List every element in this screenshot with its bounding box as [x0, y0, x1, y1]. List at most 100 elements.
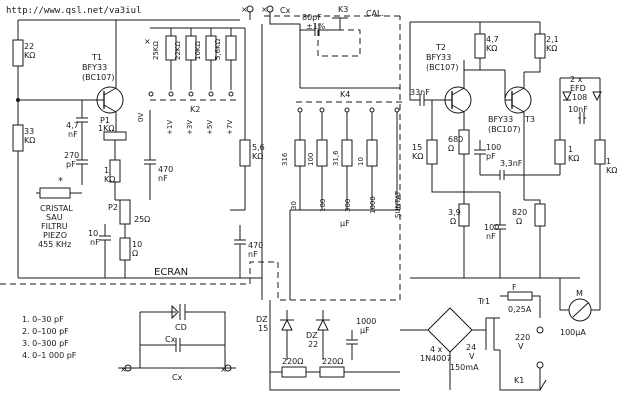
resistor-22k — [12, 39, 24, 67]
label-crystal-3: FILTRU — [41, 222, 68, 231]
label-r10-k4: 10 — [357, 157, 365, 166]
resistor-820 — [534, 203, 546, 227]
reference-divider: × 25KΩ 22KΩ 10KΩ 5,6KΩ K2 0V +1V +3V +5V… — [137, 27, 265, 278]
label-efd-a: 2 x — [570, 75, 583, 84]
label-t1-type: BFY33 — [82, 63, 107, 72]
label-p2: P2 — [108, 203, 118, 212]
k4-contact-4 — [394, 107, 400, 113]
label-r56k2-a: 5,6 — [252, 143, 265, 152]
label-c80-tol: ±1% — [306, 22, 326, 31]
k4-contact-2 — [344, 107, 350, 113]
label-c470b-b: nF — [248, 250, 258, 259]
resistor-2-1k — [534, 33, 546, 59]
label-t2-type: BFY33 — [426, 53, 451, 62]
label-r56k2-b: KΩ — [252, 152, 263, 161]
k2-contact-4 — [228, 91, 234, 97]
label-r47k-b: KΩ — [486, 44, 497, 53]
resistor-5-6k — [225, 35, 237, 61]
label-r15k-a: 15 — [412, 143, 422, 152]
range-block: × × Cx 80pF ±1% K3 CAL. K4 316 100 31,6 … — [241, 5, 402, 300]
label-5v: +5V — [206, 120, 214, 135]
resistor-220-a — [281, 366, 307, 378]
crystal-filter — [39, 187, 71, 199]
label-r31-6: 31,6 — [332, 150, 340, 166]
label-r1k3-a: 1 — [606, 157, 611, 166]
range-legend: 1. 0–30 pF 2. 0–100 pF 3. 0–300 pF 4. 0–… — [22, 315, 77, 360]
source-url: http://www.qsl.net/va3iul — [6, 6, 141, 16]
label-k2: K2 — [190, 105, 200, 114]
label-c1000-a: 1000 — [356, 317, 376, 326]
label-range-300: 300 — [344, 199, 352, 212]
top-cross-1: × — [241, 5, 248, 14]
screen-boundary — [0, 15, 401, 301]
label-r22k-a: 22 — [24, 42, 34, 51]
label-r15k-b: KΩ — [412, 152, 423, 161]
label-r220a: 220Ω — [282, 357, 303, 366]
label-7v: +7V — [226, 120, 234, 135]
label-3v: +3V — [186, 120, 194, 135]
label-r1k2-b: KΩ — [568, 154, 579, 163]
label-r22k-b: KΩ — [24, 51, 35, 60]
top-cross-2: × — [261, 5, 268, 14]
label-c270-b: pF — [66, 160, 76, 169]
label-r1k-b: KΩ — [104, 175, 115, 184]
label-t2-alt: (BC107) — [426, 63, 458, 72]
label-c33nf: 3,3nF — [500, 159, 523, 168]
label-r220b: 220Ω — [322, 357, 343, 366]
label-r1k2-a: 1 — [568, 145, 573, 154]
legend-item-3: 3. 0–300 pF — [22, 339, 69, 348]
transistor-t1 — [96, 86, 124, 114]
label-r47k-a: 4,7 — [486, 35, 499, 44]
k4-contact-1 — [319, 107, 325, 113]
resistor-220-b — [319, 366, 345, 378]
label-c100nf-b: nF — [486, 232, 496, 241]
label-crystal-mark: * — [58, 176, 63, 187]
label-suntat: ŞUNTAT — [394, 190, 402, 218]
label-meter-val: 100μA — [560, 328, 586, 337]
label-t2: T2 — [435, 43, 446, 52]
label-r1k3-b: KΩ — [606, 166, 617, 175]
resistor-316 — [294, 139, 306, 167]
label-range-1000: 1000 — [369, 196, 377, 214]
resistor-31-6 — [341, 139, 353, 167]
legend-item-1: 1. 0–30 pF — [22, 315, 64, 324]
label-crystal-2: SAU — [46, 213, 63, 222]
label-p2-val: 25Ω — [134, 215, 150, 224]
label-v24-a: 24 — [466, 343, 476, 352]
k4-contact-3 — [369, 107, 375, 113]
k2-contact-3 — [208, 91, 214, 97]
label-c10nf2: 10nF — [568, 105, 588, 114]
label-r21k-a: 2,1 — [546, 35, 559, 44]
label-r5-6k: 5,6KΩ — [214, 38, 222, 60]
label-dz15-a: DZ — [256, 315, 268, 324]
resistor-4-7k — [474, 33, 486, 59]
label-range-100: 100 — [319, 199, 327, 212]
cd-detail: CD Cx × × Cx — [118, 304, 236, 382]
label-v220-a: 220 — [515, 333, 530, 342]
label-c1000-b: μF — [360, 326, 370, 335]
label-r39-b: Ω — [450, 217, 456, 226]
label-r680-b: Ω — [448, 144, 454, 153]
label-r820-a: 820 — [512, 208, 527, 217]
label-crystal-5: 455 KHz — [38, 240, 71, 249]
label-r10k: 10KΩ — [194, 41, 202, 60]
label-t3-type: BFY33 — [488, 115, 513, 124]
label-r10-a: 10 — [132, 240, 142, 249]
label-efd-b: EFD — [570, 84, 586, 93]
label-c100nf-a: 100 — [484, 223, 499, 232]
resistor-33k — [12, 124, 24, 152]
label-t3: T3 — [524, 115, 535, 124]
k2-contact-2 — [188, 91, 194, 97]
label-r316: 316 — [281, 152, 289, 166]
label-r33k-b: KΩ — [24, 136, 35, 145]
label-c470b-a: 470 — [248, 241, 263, 250]
label-cx-bottom: Cx — [172, 373, 183, 382]
potentiometer-p1 — [103, 131, 127, 141]
resistor-100 — [316, 139, 328, 167]
label-cx-top: Cx — [280, 6, 291, 15]
label-ma150: 150mA — [450, 363, 479, 372]
label-c80: 80pF — [302, 13, 322, 22]
oscillator-block: 22 KΩ 33 KΩ T1 BFY33 (BC107) 4,7 nF P1 1… — [12, 19, 262, 279]
k2-contact-0 — [148, 91, 154, 97]
